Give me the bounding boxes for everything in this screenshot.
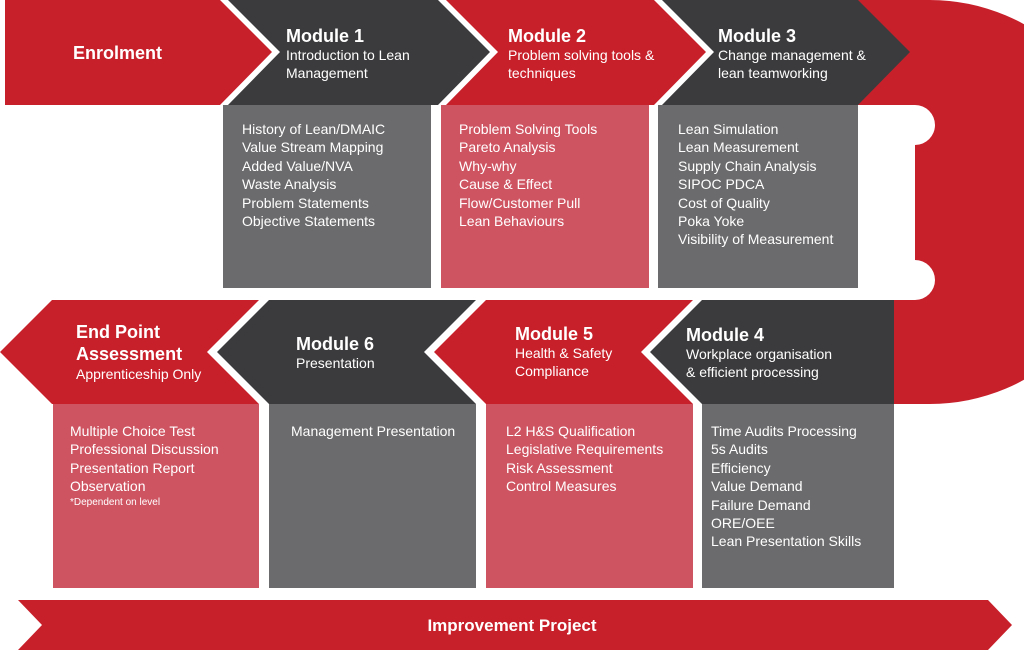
list-item: Value Demand xyxy=(711,478,803,495)
list-item: Visibility of Measurement xyxy=(678,231,834,248)
list-item: L2 H&S Qualification xyxy=(506,423,636,439)
list-item: Lean Simulation xyxy=(678,121,779,137)
list-item: Cause & Effect xyxy=(459,176,553,193)
list-item: Lean Presentation Skills xyxy=(711,533,862,550)
list-item: Legislative Requirements xyxy=(506,441,664,458)
module-6-items: Management Presentation xyxy=(291,422,455,440)
module-5-subtitle-line-1: Health & Safety xyxy=(515,345,613,361)
module-4-subtitle-line-2: & efficient processing xyxy=(686,364,819,380)
list-item: Time Audits Processing xyxy=(711,423,857,439)
module-2-items: Problem Solving Tools Pareto Analysis Wh… xyxy=(459,120,597,230)
end-point-box xyxy=(53,404,259,588)
module-1-subtitle-line-1: Introduction to Lean xyxy=(286,47,410,63)
module-6-subtitle-line-1: Presentation xyxy=(296,355,375,371)
module-5-subtitle-line-2: Compliance xyxy=(515,363,589,379)
module-1-subtitle-line-2: Management xyxy=(286,65,368,81)
module-6-chevron xyxy=(217,300,476,404)
list-item: Failure Demand xyxy=(711,496,811,513)
module-4-title: Module 4 xyxy=(686,325,765,345)
module-6-box xyxy=(269,404,476,588)
enrolment-label: Enrolment xyxy=(73,43,163,63)
list-item: History of Lean/DMAIC xyxy=(242,121,386,137)
improvement-project-label: Improvement Project xyxy=(427,616,597,635)
list-item: ORE/OEE xyxy=(711,515,775,532)
end-point-note: *Dependent on level xyxy=(70,496,161,508)
list-item: Problem Statements xyxy=(242,194,369,211)
module-4-items: Time Audits Processing 5s Audits Efficie… xyxy=(711,422,861,551)
enrolment-chevron xyxy=(5,0,272,105)
module-1-chevron xyxy=(228,0,490,105)
module-1-title: Module 1 xyxy=(286,26,365,46)
list-item: Professional Discussion xyxy=(70,441,219,458)
list-item: Lean Measurement xyxy=(678,139,799,156)
module-5-items: L2 H&S Qualification Legislative Require… xyxy=(506,422,663,496)
list-item: Problem Solving Tools xyxy=(459,121,598,137)
list-item: Presentation Report xyxy=(70,459,195,476)
end-point-chevron xyxy=(0,300,259,404)
module-2-chevron xyxy=(446,0,706,105)
module-3-items: Lean Simulation Lean Measurement Supply … xyxy=(678,120,833,249)
end-point-items: Multiple Choice Test Professional Discus… xyxy=(70,422,219,510)
list-item: Cost of Quality xyxy=(678,194,770,211)
module-2-subtitle-line-1: Problem solving tools & xyxy=(508,47,655,63)
list-item: Waste Analysis xyxy=(242,176,337,193)
list-item: Management Presentation xyxy=(291,423,456,439)
module-1-box xyxy=(223,105,431,288)
module-5-chevron xyxy=(434,300,693,404)
module-3-chevron xyxy=(662,0,910,105)
list-item: Flow/Customer Pull xyxy=(459,194,581,211)
module-6-title: Module 6 xyxy=(296,334,375,354)
list-item: Poka Yoke xyxy=(678,213,745,230)
list-item: Value Stream Mapping xyxy=(242,139,384,156)
module-2-subtitle-line-2: techniques xyxy=(508,65,576,81)
module-5-title: Module 5 xyxy=(515,324,594,344)
improvement-project-banner xyxy=(18,600,1012,650)
module-1-items: History of Lean/DMAIC Value Stream Mappi… xyxy=(242,120,385,230)
list-item: Risk Assessment xyxy=(506,459,613,476)
module-4-subtitle-line-1: Workplace organisation xyxy=(686,346,833,362)
list-item: Lean Behaviours xyxy=(459,213,565,230)
list-item: Efficiency xyxy=(711,459,771,476)
module-3-box xyxy=(658,105,858,288)
list-item: Why-why xyxy=(459,157,517,174)
module-4-box xyxy=(702,404,894,588)
list-item: Observation xyxy=(70,478,146,495)
end-point-subtitle: Apprenticeship Only xyxy=(76,366,202,382)
list-item: Control Measures xyxy=(506,478,617,495)
module-4-chevron xyxy=(650,300,894,404)
list-item: SIPOC PDCA xyxy=(678,176,765,193)
list-item: Added Value/NVA xyxy=(242,157,353,174)
list-item: Pareto Analysis xyxy=(459,139,556,156)
end-point-title-line-2: Assessment xyxy=(76,344,183,364)
end-point-title-line-1: End Point xyxy=(76,322,160,342)
list-item: 5s Audits xyxy=(711,441,768,458)
module-2-title: Module 2 xyxy=(508,26,587,46)
module-5-box xyxy=(486,404,693,588)
list-item: Supply Chain Analysis xyxy=(678,157,817,174)
module-2-box xyxy=(441,105,649,288)
u-turn-connector xyxy=(858,0,1024,404)
module-3-title: Module 3 xyxy=(718,26,797,46)
module-3-subtitle-line-2: lean teamworking xyxy=(718,65,828,81)
module-3-subtitle-line-1: Change management & xyxy=(718,47,866,63)
list-item: Objective Statements xyxy=(242,213,376,230)
list-item: Multiple Choice Test xyxy=(70,423,196,439)
